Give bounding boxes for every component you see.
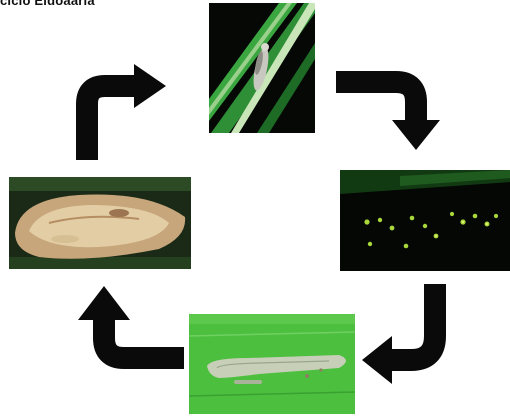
arrow-larva-to-pupa-icon [78, 286, 184, 358]
arrow-pupa-to-adult-icon [87, 64, 166, 160]
arrow-adult-to-eggs-icon [336, 82, 440, 150]
arrow-eggs-to-larva-icon [362, 284, 435, 384]
